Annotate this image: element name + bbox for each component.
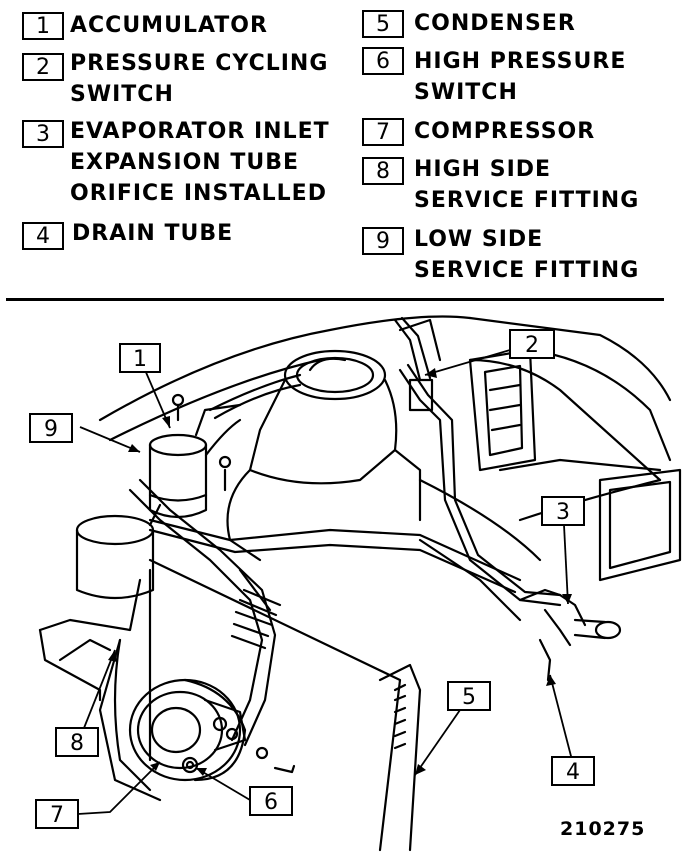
- legend-number-1: 1: [22, 12, 64, 40]
- legend-number-6: 6: [362, 47, 404, 75]
- legend-number-3: 3: [22, 120, 64, 148]
- legend-label-drain-tube: DRAIN TUBE: [72, 221, 234, 246]
- evaporator-inlet: [518, 588, 622, 682]
- leader-7: [77, 761, 161, 815]
- evaporator-housing: [226, 349, 422, 562]
- figure-number: 210275: [560, 818, 646, 840]
- callout-7-text: 7: [50, 803, 64, 828]
- callout-4: 4: [551, 756, 595, 786]
- callout-2: 2: [509, 329, 555, 359]
- callout-7: 7: [35, 799, 79, 829]
- callout-4-text: 4: [566, 760, 580, 785]
- legend-number-7: 7: [362, 118, 404, 146]
- callouts: 1 2 3 4 5 6 7 8 9: [29, 329, 595, 829]
- callout-3: 3: [541, 496, 585, 526]
- leader-lines: [77, 349, 573, 815]
- leader-8: [83, 649, 116, 729]
- legend-number-5: 5: [362, 10, 404, 38]
- callout-9: 9: [29, 413, 73, 443]
- leader-6: [195, 767, 251, 801]
- callout-3-text: 3: [556, 500, 570, 525]
- compressor-fittings: [255, 746, 296, 774]
- leader-5: [414, 709, 461, 776]
- callout-6: 6: [249, 786, 293, 816]
- legend-label-accumulator: ACCUMULATOR: [70, 13, 268, 38]
- legend-number-8: 8: [362, 157, 404, 185]
- leader-4: [549, 674, 573, 761]
- section-divider: [6, 298, 664, 301]
- firewall-panel: [468, 348, 682, 582]
- callout-8: 8: [55, 727, 99, 757]
- legend-label-condenser: CONDENSER: [414, 11, 576, 36]
- leader-3: [563, 524, 569, 605]
- callout-6-text: 6: [264, 790, 278, 815]
- callout-5-text: 5: [462, 685, 476, 710]
- callout-5: 5: [447, 681, 491, 711]
- mounting-bolts: [171, 393, 232, 492]
- legend-number-2: 2: [22, 53, 64, 81]
- legend-number-9: 9: [362, 227, 404, 255]
- compressor: [128, 678, 247, 782]
- condenser: [113, 558, 422, 852]
- callout-8-text: 8: [70, 731, 84, 756]
- suction-lines: [208, 363, 562, 622]
- leader-9: [79, 426, 141, 453]
- callout-1-text: 1: [133, 347, 147, 372]
- callout-1: 1: [119, 343, 161, 373]
- pressure-cycling-switch: [393, 316, 442, 412]
- legend-label-compressor: COMPRESSOR: [414, 119, 596, 144]
- compressor-hoses: [128, 478, 522, 747]
- leader-2: [424, 349, 511, 376]
- callout-2-text: 2: [525, 333, 539, 358]
- accumulator: [148, 403, 242, 527]
- legend-number-4: 4: [22, 222, 64, 250]
- left-motor: [38, 514, 162, 802]
- callout-9-text: 9: [44, 417, 58, 442]
